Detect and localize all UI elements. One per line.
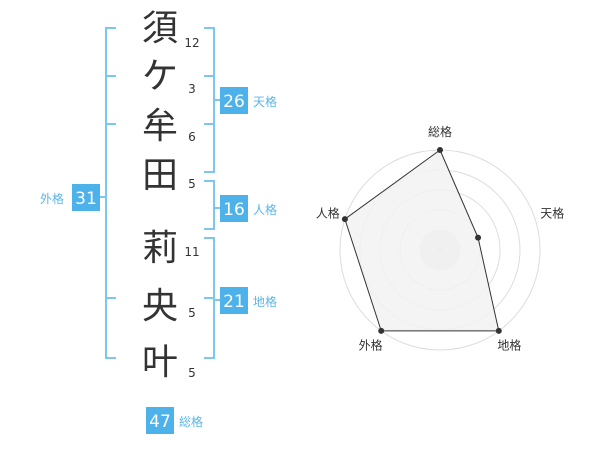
radar-series-polygon (344, 149, 500, 332)
radar-axis-label-2: 天格 (540, 206, 564, 221)
tenkaku-bracket (204, 27, 215, 173)
soukaku-box (146, 407, 174, 434)
soukaku-value: 47 (149, 412, 171, 432)
radar-axis-label-3: 地格 (497, 337, 521, 352)
soukaku-badge: 47 総格 (146, 407, 203, 434)
stroke-count-5: 11 (184, 245, 199, 259)
stroke-count-7: 5 (188, 366, 196, 380)
name-char-1: 須 (142, 8, 178, 49)
stroke-count-6: 5 (188, 306, 196, 320)
radar-point-1 (437, 147, 443, 153)
name-char-5: 莉 (142, 228, 178, 269)
tenkaku-box (220, 87, 248, 114)
gaikaku-box (72, 184, 100, 211)
gaikaku-value: 31 (75, 189, 97, 209)
tenkaku-label: 天格 (253, 94, 277, 109)
radar-points (341, 147, 502, 334)
stroke-count-4: 5 (188, 177, 196, 191)
stroke-count-1: 12 (184, 36, 199, 50)
tenkaku-value: 26 (223, 92, 245, 112)
radar-point-4 (378, 327, 385, 334)
stroke-count-3: 6 (188, 130, 196, 144)
name-char-6: 央 (142, 286, 178, 327)
chikaku-box (220, 287, 248, 314)
name-char-3: 牟 (142, 106, 178, 147)
gaikaku-label: 外格 (40, 191, 64, 206)
chikaku-label: 地格 (253, 294, 277, 309)
chikaku-badge: 21 地格 (220, 287, 277, 314)
tenkaku-badge: 26 天格 (220, 87, 277, 114)
name-char-2: ケ (142, 56, 178, 97)
radar-axis-label-5: 人格 (316, 206, 340, 221)
gaikaku-badge: 外格 31 (40, 184, 100, 211)
stroke-count-2: 3 (188, 82, 196, 96)
radar-axis-label-1: 総格 (428, 124, 452, 139)
jinkaku-value: 16 (223, 200, 245, 220)
jinkaku-badge: 16 人格 (220, 195, 277, 222)
gaikaku-bracket (105, 27, 116, 359)
jinkaku-label: 人格 (253, 202, 277, 217)
radar-axis-label-4: 外格 (359, 337, 383, 352)
radar-point-3 (495, 327, 502, 334)
chikaku-value: 21 (223, 292, 245, 312)
radar-point-2 (475, 234, 482, 241)
jinkaku-box (220, 195, 248, 222)
name-char-4: 田 (142, 155, 178, 196)
radar-point-5 (341, 216, 348, 223)
name-column: 須 ケ 牟 田 莉 央 叶 (142, 8, 178, 383)
jinkaku-bracket (204, 180, 215, 230)
name-char-7: 叶 (142, 342, 178, 383)
stroke-counts: 12 3 6 5 11 5 5 (184, 36, 199, 380)
soukaku-label: 総格 (179, 414, 203, 429)
